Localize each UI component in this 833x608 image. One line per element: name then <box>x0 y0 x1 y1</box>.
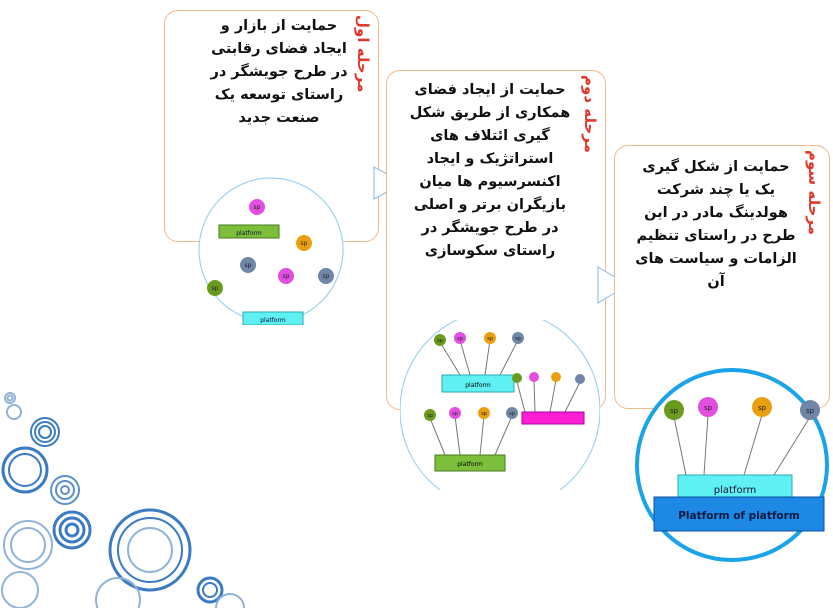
sp-node-label: sp <box>758 404 767 412</box>
sp-node-label: sp <box>704 404 713 412</box>
stage-1-diagram: platform platform sp sp sp sp sp sp <box>198 177 344 325</box>
platform-label: platform <box>714 485 757 496</box>
sp-node-label: sp <box>301 240 308 247</box>
sp-node-label: sp <box>323 273 330 280</box>
sp-node-label: sp <box>452 411 458 417</box>
platform-box <box>434 454 506 472</box>
stage-3-diagram: platform Platform of platform sp sp sp s… <box>635 368 829 562</box>
sp-node-label: sp <box>245 262 252 269</box>
platform-box <box>218 224 280 239</box>
sp-node-label: sp <box>670 407 679 415</box>
stage-3-card: مرحله سوم حمایت از شکل گیری یک یا چند شر… <box>614 145 830 409</box>
platform-of-platform-box <box>653 496 825 532</box>
sp-node-label: sp <box>487 336 493 342</box>
arrow-right-icon <box>597 265 630 305</box>
platform-box <box>441 374 515 393</box>
stage-3-text: حمایت از شکل گیری یک یا چند شرکت هولدینگ… <box>635 159 797 290</box>
sp-node-label: sp <box>283 273 290 280</box>
stage-2-label: مرحله دوم <box>581 75 599 153</box>
stage-2-diagram: platform platform sp sp sp sp sp sp sp s… <box>400 320 600 490</box>
stage-2-text: حمایت از ایجاد فضای همکاری از طریق شکل گ… <box>409 82 571 259</box>
sp-node-label: sp <box>212 285 219 292</box>
platform-of-platform-label: Platform of platform <box>678 510 800 522</box>
sp-node-label: sp <box>806 407 815 415</box>
stage-1-text: حمایت از بازار و ایجاد فضای رقابتی در طر… <box>210 18 348 126</box>
stage-3-label: مرحله سوم <box>805 150 823 236</box>
sp-node-label: sp <box>254 204 261 211</box>
platform-box-magenta <box>521 411 585 425</box>
platform-label: platform <box>260 317 286 324</box>
platform-label: platform <box>236 230 262 237</box>
sp-node-label: sp <box>437 338 443 344</box>
sp-node-label: sp <box>427 413 433 419</box>
stage-1-circle <box>198 177 344 323</box>
platform-box <box>242 311 304 325</box>
stage-2-circle <box>400 320 600 490</box>
platform-box <box>677 474 793 501</box>
sp-node-label: sp <box>457 336 463 342</box>
stage-1-label: مرحله اول <box>354 15 372 93</box>
sp-node-label: sp <box>481 411 487 417</box>
sp-node-label: sp <box>515 336 521 342</box>
platform-label: platform <box>465 382 491 389</box>
sp-node-label: sp <box>509 411 515 417</box>
platform-label: platform <box>457 461 483 468</box>
